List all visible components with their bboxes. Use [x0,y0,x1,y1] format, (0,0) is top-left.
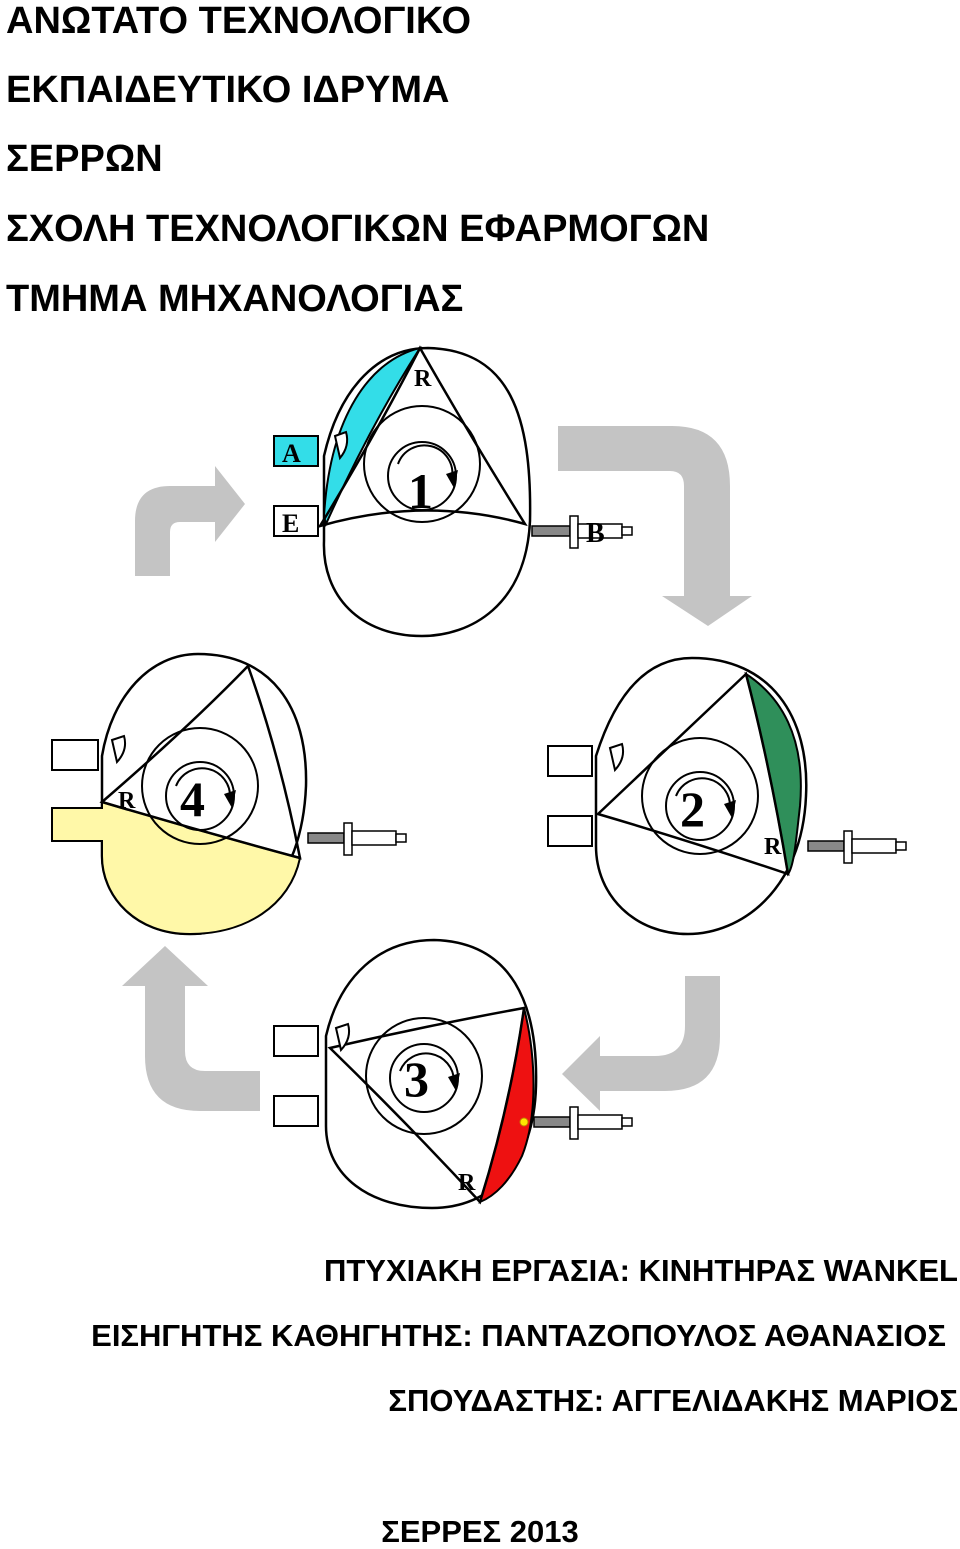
rotor-label-1: R [414,366,432,392]
stage-number-2: 2 [680,781,705,837]
school-name: ΣΧΟΛΗ ΤΕΧΝΟΛΟΓΙΚΩΝ ΕΦΑΡΜΟΓΩΝ [6,208,710,250]
exhaust-port-box [273,505,319,537]
institution-name-line1: ΑΝΩΤΑΤΟ ΤΕΧΝΟΛΟΓΙΚΟ [6,0,472,42]
thesis-supervisor: ΕΙΣΗΓΗΤΗΣ ΚΑΘΗΓΗΤΗΣ: ΠΑΝΤΑΖΟΠΟΥΛΟΣ ΑΘΑΝΑ… [91,1318,946,1353]
thesis-title: ΠΤΥΧΙΑΚΗ ΕΡΓΑΣΙΑ: ΚΙΝΗΤΗΡΑΣ WANKEL [323,1253,958,1288]
cycle-arrow-top-right [558,426,752,626]
stage-number-1: 1 [408,463,433,519]
stage-number-3: 3 [404,1051,429,1107]
intake-port-label: A [282,439,301,468]
stage-number-4: 4 [180,771,205,827]
engine-stage-3: 3 R [273,938,633,1210]
institution-city: ΣΕΡΡΩΝ [6,138,163,180]
cycle-arrow-left-up [135,466,245,576]
rotor-label-3: R [458,1170,476,1196]
place-and-year: ΣΕΡΡΕΣ 2013 [381,1514,579,1549]
rotor-label-4: R [118,788,136,814]
engine-stage-4: 4 R [51,652,407,936]
spark-flash-icon [519,1117,529,1127]
thesis-student: ΣΠΟΥΔΑΣΤΗΣ: ΑΓΓΕΛΙΔΑΚΗΣ ΜΑΡΙΟΣ [388,1383,958,1418]
cycle-arrow-bottom-left [122,946,260,1111]
spark-plug-label: B [586,518,605,549]
cycle-arrow-bottom-right [562,976,720,1111]
exhaust-port-label: E [282,509,299,538]
engine-stage-2: 2 R [547,656,907,936]
institution-name-line2: ΕΚΠΑΙΔΕΥΤΙΚΟ ΙΔΡΥΜΑ [6,69,450,111]
wankel-cycle-diagram: 1 R A E B 2 R [40,336,940,1216]
spark-plug-body [531,525,571,537]
rotor-label-2: R [764,834,782,860]
engine-stage-1: 1 R A E B [273,345,633,638]
department-name: ΤΜΗΜΑ ΜΗΧΑΝΟΛΟΓΙΑΣ [6,278,464,320]
intake-port-box [273,435,319,467]
